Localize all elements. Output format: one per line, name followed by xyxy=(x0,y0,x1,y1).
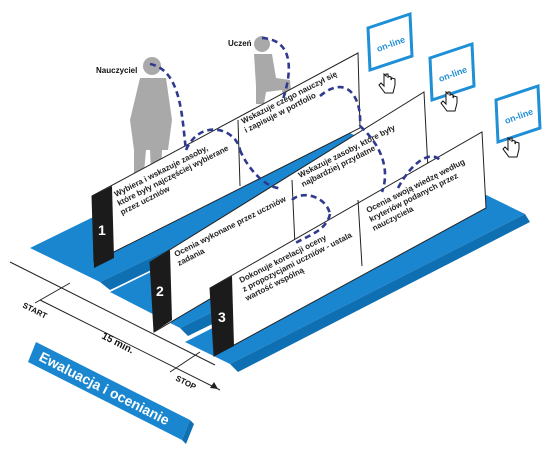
teacher-figure xyxy=(130,57,172,195)
title-banner: Ewaluacja i ocenianie xyxy=(28,342,194,444)
flow-arc xyxy=(319,85,362,127)
banner-title: Ewaluacja i ocenianie xyxy=(37,348,173,428)
student-label: Uczeń xyxy=(228,39,252,48)
hand-cursor-icon xyxy=(378,72,396,94)
online-badge-1: on-line xyxy=(366,11,414,94)
teacher-label: Nauczyciel xyxy=(96,66,137,75)
start-label: START xyxy=(21,301,48,321)
hand-cursor-icon xyxy=(502,136,520,158)
flow-arc xyxy=(293,213,332,246)
online-badge-2: on-line xyxy=(428,41,476,112)
stop-label: STOP xyxy=(174,374,198,392)
flow-arc xyxy=(261,36,291,103)
flow-arc xyxy=(291,193,332,215)
online-badge-3: on-line xyxy=(494,83,542,158)
flow-arc xyxy=(238,149,283,190)
stage-number: 3 xyxy=(218,309,226,325)
student-figure xyxy=(254,36,292,104)
hand-cursor-icon xyxy=(440,90,458,112)
stage-number: 2 xyxy=(156,283,164,299)
stage-number: 1 xyxy=(98,222,106,238)
flow-arc xyxy=(184,128,242,151)
floor-lane-3-shadow xyxy=(230,214,530,372)
flow-arcs xyxy=(149,36,441,246)
duration-label: 15 min. xyxy=(100,331,136,357)
flow-arc xyxy=(396,155,441,189)
